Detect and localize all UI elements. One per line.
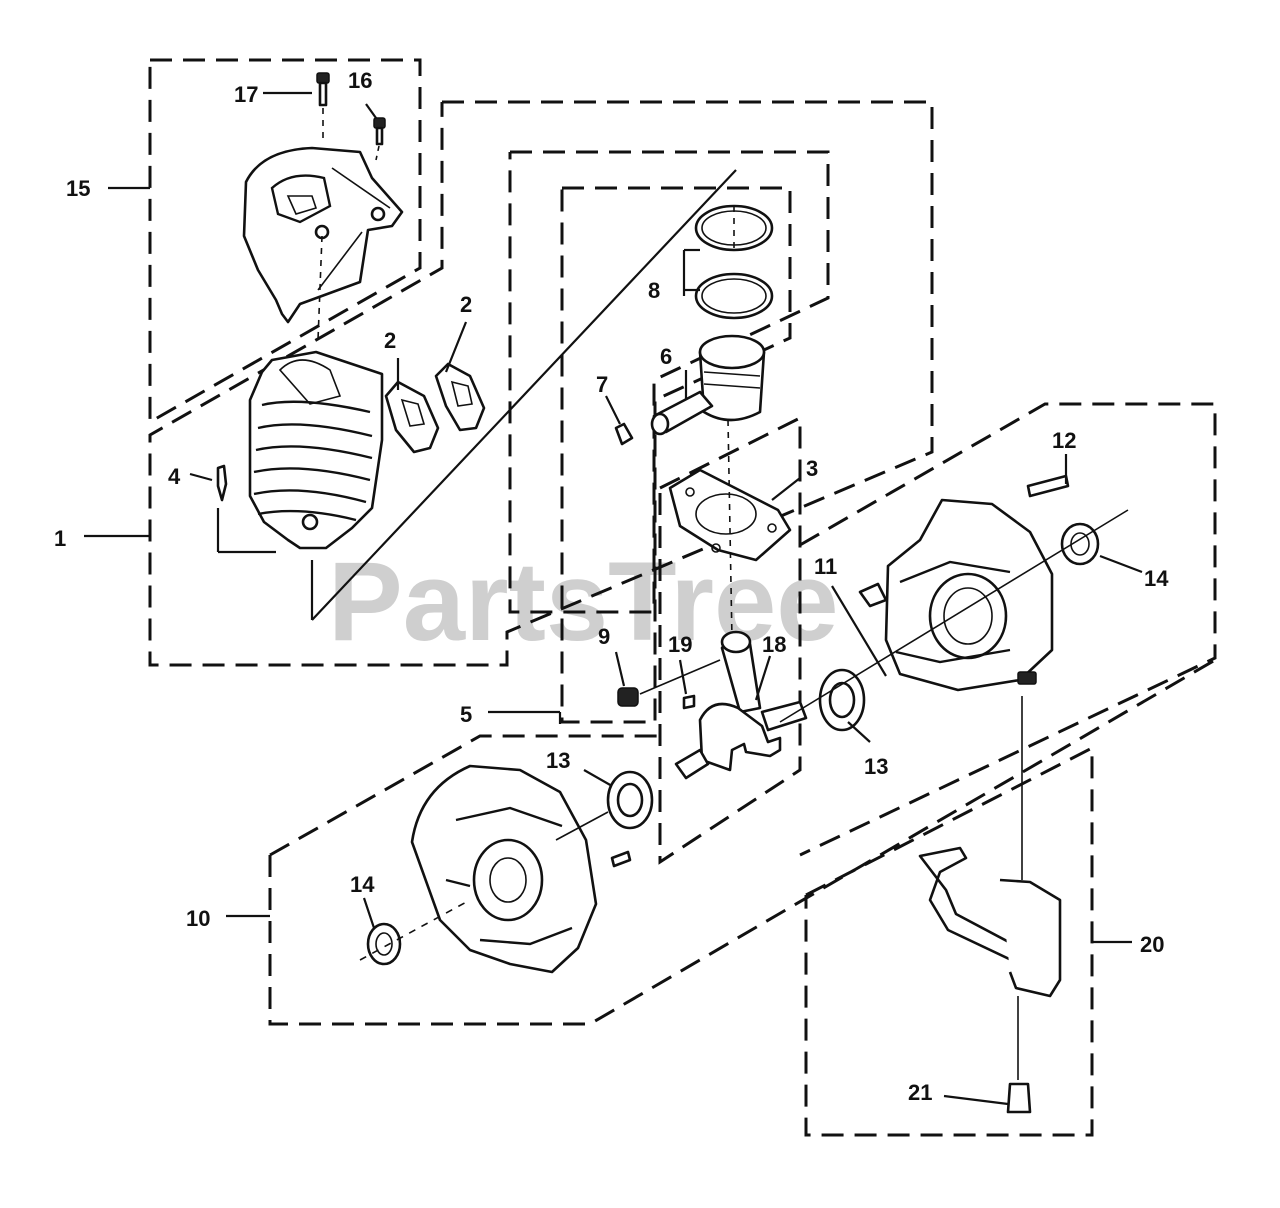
callout-labels: 1 2 2 3 4 5 6 7 8 9 10 11 12 13 13 14 14… bbox=[54, 68, 1169, 1105]
assembly-boundaries bbox=[148, 58, 1217, 1137]
crankshaft-part-18 bbox=[617, 419, 808, 780]
callout-20: 20 bbox=[1140, 932, 1164, 957]
crankcase-half-part-10 bbox=[359, 764, 632, 974]
callout-14b: 14 bbox=[1144, 566, 1169, 591]
boundary-1 bbox=[148, 100, 934, 667]
gasket-part-2 bbox=[384, 362, 486, 454]
boundary-11 bbox=[799, 402, 1217, 857]
callout-14a: 14 bbox=[350, 872, 375, 897]
boundary-5 bbox=[560, 186, 792, 724]
boundary-20 bbox=[804, 745, 1094, 1137]
bracket-part-20 bbox=[918, 696, 1062, 1114]
callout-13a: 13 bbox=[546, 748, 570, 773]
callout-19: 19 bbox=[668, 632, 692, 657]
callout-1: 1 bbox=[54, 526, 66, 551]
callout-10: 10 bbox=[186, 906, 210, 931]
callout-4: 4 bbox=[168, 464, 181, 489]
callout-17: 17 bbox=[234, 82, 258, 107]
base-gasket-part-3 bbox=[668, 468, 792, 562]
boundary-15 bbox=[148, 58, 422, 425]
callout-13b: 13 bbox=[864, 754, 888, 779]
cylinder-part-1 bbox=[216, 350, 384, 554]
boundary-10-b bbox=[268, 658, 1216, 1026]
callout-12: 12 bbox=[1052, 428, 1076, 453]
boundary-crank bbox=[658, 415, 802, 865]
callout-6: 6 bbox=[660, 344, 672, 369]
callout-9: 9 bbox=[598, 624, 610, 649]
callout-2b: 2 bbox=[460, 292, 472, 317]
callout-16: 16 bbox=[348, 68, 372, 93]
boundary-3 bbox=[508, 150, 830, 614]
crankcase-part-11 bbox=[779, 474, 1129, 723]
callout-8: 8 bbox=[648, 278, 660, 303]
bearing-part-13-a bbox=[606, 770, 654, 830]
callout-3: 3 bbox=[806, 456, 818, 481]
callout-5: 5 bbox=[460, 702, 472, 727]
callout-7: 7 bbox=[596, 372, 608, 397]
boundary-10 bbox=[269, 734, 664, 857]
leader-lines bbox=[84, 91, 1143, 1106]
shroud-part-15 bbox=[242, 72, 404, 341]
callout-18: 18 bbox=[762, 632, 786, 657]
callout-15: 15 bbox=[66, 176, 90, 201]
piston-part-6 bbox=[614, 334, 766, 446]
callout-11: 11 bbox=[814, 554, 837, 579]
axis-line-1 bbox=[311, 169, 737, 621]
callout-21: 21 bbox=[908, 1080, 932, 1105]
piston-rings-part-8 bbox=[694, 204, 774, 320]
bearing-part-13-b bbox=[818, 668, 866, 732]
callout-2a: 2 bbox=[384, 328, 396, 353]
